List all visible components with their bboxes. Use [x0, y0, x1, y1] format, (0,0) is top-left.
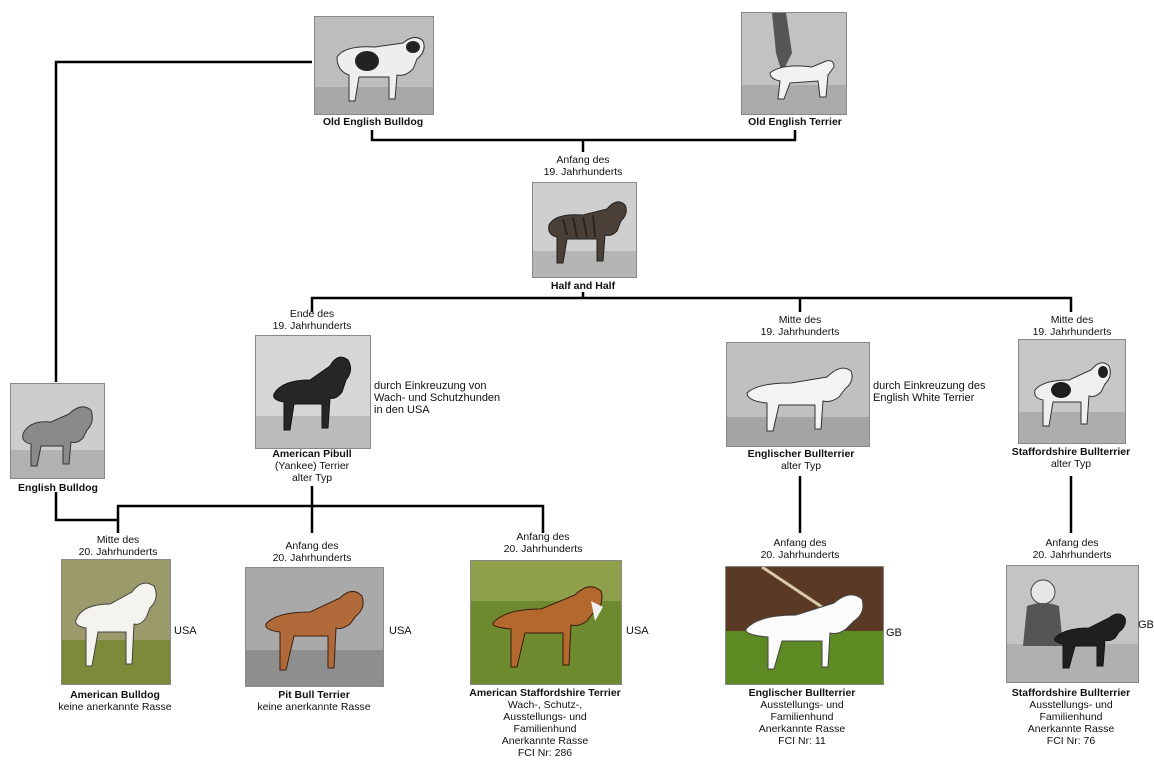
period-englischer-bullterrier: Anfang des 20. Jahrhunderts	[748, 537, 852, 561]
period-staffordshire-alt: Mitte des 19. Jahrhunderts	[1020, 314, 1124, 338]
period-line: Ende des	[289, 308, 335, 320]
breed-sub: FCI Nr: 286	[517, 747, 573, 759]
breed-name: American Staffordshire Terrier	[469, 687, 621, 699]
label-englischer-bullterrier: Englischer Bullterrier Ausstellungs- und…	[724, 687, 880, 747]
breed-sub: keine anerkannte Rasse	[257, 701, 371, 713]
period-line: 19. Jahrhunderts	[760, 326, 840, 338]
breed-name: American Bulldog	[70, 689, 160, 701]
label-american-pibull: American Pibull (Yankee) Terrier alter T…	[240, 448, 384, 484]
breed-sub: keine anerkannte Rasse	[58, 701, 172, 713]
photo-american-bulldog	[61, 559, 171, 685]
label-pit-bull-terrier: Pit Bull Terrier keine anerkannte Rasse	[236, 689, 392, 713]
period-amstaff: Anfang des 20. Jahrhunderts	[490, 531, 596, 555]
breed-sub: Ausstellungs- und	[760, 699, 844, 711]
country-american-bulldog: USA	[174, 625, 197, 637]
country-amstaff: USA	[626, 625, 649, 637]
period-line: Anfang des	[556, 154, 610, 166]
breed-sub: alter Typ	[291, 472, 333, 484]
photo-english-bulldog	[10, 383, 105, 479]
photo-pit-bull-terrier	[245, 567, 384, 687]
label-amstaff: American Staffordshire Terrier Wach-, Sc…	[450, 687, 640, 759]
breed-sub: (Yankee) Terrier	[274, 460, 350, 472]
period-line: Anfang des	[773, 537, 827, 549]
label-english-bulldog: English Bulldog	[18, 482, 98, 494]
photo-staffordshire-alt	[1018, 339, 1126, 444]
period-line: 20. Jahrhunderts	[760, 549, 840, 561]
breed-sub: FCI Nr: 11	[778, 735, 826, 747]
photo-old-english-terrier	[741, 12, 847, 115]
label-half-and-half: Half and Half	[550, 280, 616, 292]
note-line: durch Einkreuzung von	[374, 380, 487, 392]
country-staffordshire: GB	[1138, 619, 1154, 631]
photo-american-pibull	[255, 335, 371, 449]
note-line: in den USA	[374, 404, 430, 416]
period-american-pibull: Ende des 19. Jahrhunderts	[260, 308, 364, 332]
breed-sub: Anerkannte Rasse	[758, 723, 846, 735]
connector-english-bulldog-down	[54, 492, 118, 522]
photo-englischer-bullterrier	[725, 566, 884, 685]
photo-englischer-bullterrier-alt	[726, 342, 870, 447]
period-line: Mitte des	[1050, 314, 1094, 326]
period-line: 19. Jahrhunderts	[272, 320, 352, 332]
breed-name: American Pibull	[272, 448, 352, 460]
country-englischer-bullterrier: GB	[886, 627, 902, 639]
period-line: 19. Jahrhunderts	[1032, 326, 1112, 338]
breed-sub: Familienhund	[513, 723, 577, 735]
period-half-and-half: Anfang des 19. Jahrhunderts	[530, 154, 636, 178]
period-pit-bull-terrier: Anfang des 20. Jahrhunderts	[260, 540, 364, 564]
connector-pibull-down	[116, 486, 314, 533]
breed-sub: Anerkannte Rasse	[1027, 723, 1115, 735]
period-line: 20. Jahrhunderts	[1032, 549, 1112, 561]
note-englischer-bullterrier-alt: durch Einkreuzung des English White Terr…	[873, 380, 986, 404]
label-old-english-bulldog: Old English Bulldog	[322, 116, 424, 128]
period-american-bulldog: Mitte des 20. Jahrhunderts	[66, 534, 170, 558]
period-line: Anfang des	[516, 531, 570, 543]
period-line: Anfang des	[1045, 537, 1099, 549]
breed-name: Pit Bull Terrier	[278, 689, 350, 701]
period-line: 20. Jahrhunderts	[78, 546, 158, 558]
note-line: English White Terrier	[873, 392, 975, 404]
note-line: Wach- und Schutzhunden	[374, 392, 501, 404]
country-pit-bull-terrier: USA	[389, 625, 412, 637]
connector-oeb-to-english-bulldog	[54, 60, 312, 382]
period-line: Anfang des	[285, 540, 339, 552]
connector-19th-branch	[310, 296, 1073, 312]
period-line: Mitte des	[96, 534, 140, 546]
breed-name: Staffordshire Bullterrier	[1011, 687, 1131, 699]
label-englischer-bullterrier-alt: Englischer Bullterrier alter Typ	[724, 448, 878, 472]
breed-name: Englischer Bullterrier	[748, 687, 856, 699]
photo-old-english-bulldog	[314, 16, 434, 115]
connector-pibull-right	[312, 504, 545, 533]
breed-sub: alter Typ	[780, 460, 822, 472]
label-old-english-terrier: Old English Terrier	[748, 116, 842, 128]
breed-sub: FCI Nr: 76	[1046, 735, 1096, 747]
connector-oeb-oet	[370, 130, 797, 142]
breed-sub: Familienhund	[770, 711, 834, 723]
period-staffordshire: Anfang des 20. Jahrhunderts	[1020, 537, 1124, 561]
breed-sub: Ausstellungs- und	[1029, 699, 1113, 711]
period-line: 19. Jahrhunderts	[543, 166, 623, 178]
label-american-bulldog: American Bulldog keine anerkannte Rasse	[40, 689, 190, 713]
note-american-pibull: durch Einkreuzung von Wach- und Schutzhu…	[374, 380, 500, 416]
breed-sub: Wach-, Schutz-,	[507, 699, 583, 711]
breed-name: Staffordshire Bullterrier	[1011, 446, 1131, 458]
photo-half-and-half	[532, 182, 637, 278]
period-line: Mitte des	[778, 314, 822, 326]
period-line: 20. Jahrhunderts	[272, 552, 352, 564]
label-staffordshire-alt: Staffordshire Bullterrier alter Typ	[996, 446, 1146, 470]
period-line: 20. Jahrhunderts	[503, 543, 583, 555]
photo-amstaff	[470, 560, 622, 685]
breed-sub: Ausstellungs- und	[503, 711, 587, 723]
breed-sub: Familienhund	[1039, 711, 1103, 723]
breed-name: Englischer Bullterrier	[747, 448, 855, 460]
label-staffordshire: Staffordshire Bullterrier Ausstellungs- …	[996, 687, 1146, 747]
period-englischer-bullterrier-alt: Mitte des 19. Jahrhunderts	[748, 314, 852, 338]
note-line: durch Einkreuzung des	[873, 380, 986, 392]
breed-sub: Anerkannte Rasse	[501, 735, 589, 747]
photo-staffordshire	[1006, 565, 1139, 683]
breed-sub: alter Typ	[1050, 458, 1092, 470]
